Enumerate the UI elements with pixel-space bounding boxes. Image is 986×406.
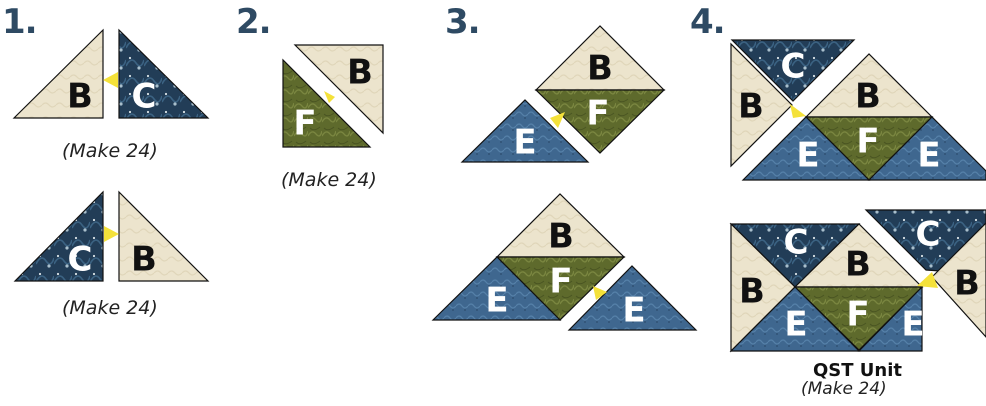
fabric-label-B: B bbox=[738, 87, 764, 127]
patch-E-blue bbox=[460, 99, 590, 163]
fabric-label-F: F bbox=[846, 295, 869, 335]
fabric-label-B: B bbox=[855, 77, 881, 117]
qst-unit-title: QST Unit bbox=[813, 360, 903, 381]
yellow-arrow-icon bbox=[550, 112, 565, 128]
yellow-arrow-icon bbox=[324, 91, 335, 103]
step-number-1: 1. bbox=[2, 2, 38, 42]
step1-bottom-pair: C B bbox=[13, 190, 210, 282]
step2-hst-block: B F bbox=[282, 44, 384, 148]
fabric-label-B: B bbox=[548, 217, 574, 257]
yellow-arrow-icon bbox=[104, 226, 119, 242]
fabric-label-E: E bbox=[917, 136, 940, 176]
patch-F-green bbox=[282, 58, 372, 148]
step1-top-pair: B C bbox=[12, 28, 210, 119]
yellow-arrow-icon bbox=[593, 286, 607, 300]
step1-bottom-caption: (Make 24) bbox=[62, 297, 158, 319]
fabric-label-E: E bbox=[784, 305, 807, 345]
step-number-3: 3. bbox=[445, 2, 481, 42]
step4-top-assembly: C B B F E E bbox=[730, 39, 986, 181]
fabric-label-B: B bbox=[739, 272, 765, 312]
step-number-2: 2. bbox=[236, 2, 272, 42]
fabric-label-E: E bbox=[513, 123, 536, 163]
patch-B-cream bbox=[118, 190, 210, 282]
patch-B-cream bbox=[931, 222, 986, 338]
yellow-arrow-icon bbox=[917, 272, 938, 288]
patch-C-navy bbox=[118, 28, 210, 119]
fabric-label-B: B bbox=[131, 240, 157, 280]
patch-E-blue bbox=[867, 116, 986, 181]
fabric-label-E: E bbox=[901, 305, 924, 345]
fabric-label-E: E bbox=[796, 136, 819, 176]
patch-E-blue bbox=[741, 116, 871, 181]
patch-B-cream bbox=[730, 42, 793, 168]
step3-top-assembly: B F E bbox=[460, 25, 666, 163]
patch-E-blue bbox=[431, 256, 562, 321]
fabric-label-C: C bbox=[132, 77, 157, 117]
fabric-label-B: B bbox=[954, 264, 980, 304]
fabric-label-B: B bbox=[587, 49, 613, 89]
patch-C-navy bbox=[730, 39, 856, 102]
step3-bottom-assembly: B F E E bbox=[431, 193, 698, 331]
fabric-label-B: B bbox=[67, 77, 93, 117]
qst-unit-caption: (Make 24) bbox=[801, 379, 887, 399]
patch-C-navy bbox=[13, 190, 104, 282]
fabric-label-C: C bbox=[916, 215, 941, 255]
step4-qst-assembly: C B B F E E C B bbox=[729, 209, 986, 353]
fabric-label-B: B bbox=[347, 53, 373, 93]
step2-caption: (Make 24) bbox=[281, 169, 377, 191]
fabric-label-F: F bbox=[293, 104, 316, 144]
fabric-label-C: C bbox=[781, 47, 806, 87]
fabric-label-F: F bbox=[856, 122, 879, 162]
fabric-label-E: E bbox=[485, 281, 508, 321]
fabric-label-E: E bbox=[622, 291, 645, 331]
yellow-arrow-icon bbox=[103, 72, 118, 88]
fabric-label-F: F bbox=[549, 262, 572, 302]
patch-F-green bbox=[534, 89, 666, 154]
fabric-label-C: C bbox=[784, 223, 809, 263]
fabric-label-C: C bbox=[68, 240, 93, 280]
step1-top-caption: (Make 24) bbox=[62, 140, 158, 162]
fabric-label-B: B bbox=[845, 245, 871, 285]
step-number-4: 4. bbox=[690, 2, 726, 42]
patch-E-blue bbox=[567, 265, 698, 331]
patch-B-cream bbox=[293, 44, 384, 135]
patch-E-blue bbox=[729, 286, 861, 352]
patch-B-cream bbox=[12, 28, 104, 119]
fabric-label-F: F bbox=[586, 94, 609, 134]
patch-E-blue bbox=[857, 285, 923, 352]
yellow-arrow-icon bbox=[790, 104, 806, 118]
